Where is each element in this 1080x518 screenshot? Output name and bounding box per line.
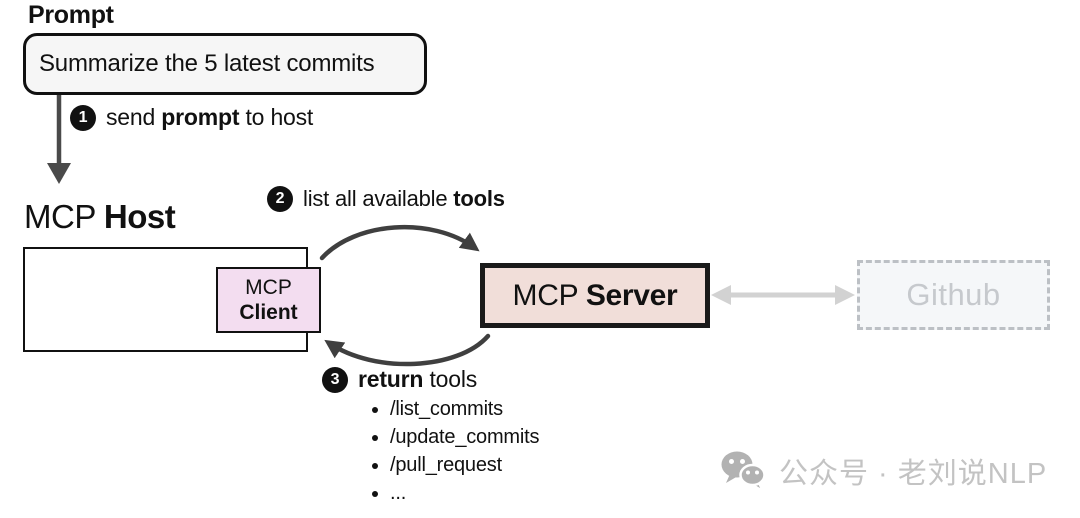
tool-item: /update_commits — [390, 427, 539, 448]
watermark-text: 公众号 · 老刘说NLP — [779, 458, 1048, 490]
prompt-box-text: Summarize the 5 latest commits — [39, 50, 375, 77]
tool-item: /list_commits — [390, 399, 539, 420]
step-3-label: 3 return tools — [322, 366, 477, 393]
client-label-line1: MCP — [245, 275, 292, 299]
server-github-arrow — [711, 285, 855, 305]
host-title: MCP Host — [24, 198, 176, 235]
step-3-text: return tools — [358, 366, 478, 392]
step-2-label: 2 list all available tools — [267, 186, 505, 212]
tools-list: /list_commits /update_commits /pull_requ… — [366, 399, 539, 511]
github-label: Github — [906, 277, 1001, 312]
mcp-server-box: MCP Server — [480, 263, 710, 328]
wechat-icon — [721, 451, 766, 492]
mcp-client-box: MCP Client — [216, 267, 321, 333]
client-label-line2: Client — [239, 301, 298, 324]
step-3-badge: 3 — [322, 366, 348, 393]
step-2-text: list all available tools — [303, 186, 505, 211]
prompt-heading: Prompt — [28, 1, 114, 29]
prompt-box: Summarize the 5 latest commits — [23, 33, 427, 95]
down-arrow — [47, 95, 71, 184]
tool-item: /pull_request — [390, 455, 539, 476]
step-1-badge: 1 — [70, 104, 96, 131]
client-server-cycle-arrows — [319, 224, 491, 367]
tool-item: ... — [390, 483, 539, 504]
github-box: Github — [857, 260, 1050, 330]
server-label: MCP Server — [512, 278, 678, 312]
watermark: 公众号 · 老刘说NLP — [720, 450, 1047, 492]
step-1-text: send prompt to host — [106, 104, 314, 130]
step-2-badge: 2 — [267, 186, 293, 212]
step-1-label: 1 send prompt to host — [70, 104, 313, 131]
